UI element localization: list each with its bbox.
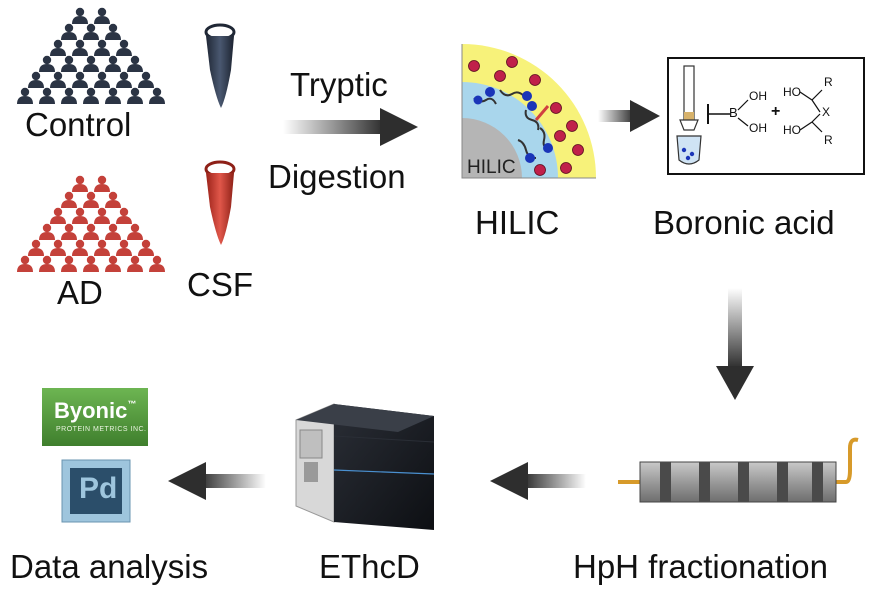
control-label: Control	[25, 106, 132, 143]
chem-oh-bottom: OH	[749, 121, 767, 135]
person-icon	[72, 71, 88, 88]
chem-oh-top: OH	[749, 89, 767, 103]
chem-boron: B	[729, 105, 738, 120]
person-icon	[127, 87, 143, 104]
pd-logo-icon	[61, 459, 131, 523]
hilic-bead-icon	[461, 44, 596, 179]
person-icon	[83, 87, 99, 104]
person-icon	[61, 55, 77, 72]
boronic-acid-scheme-icon	[667, 57, 865, 175]
person-icon	[61, 87, 77, 104]
ad-cohort-icon	[6, 172, 176, 287]
person-icon	[116, 39, 132, 56]
csf-tube-icon	[204, 160, 236, 245]
control-tube-icon	[204, 23, 236, 108]
person-icon	[39, 255, 55, 272]
mass-spectrometer-icon	[295, 403, 435, 530]
person-icon	[127, 223, 143, 240]
person-icon	[17, 255, 33, 272]
chem-r-bottom: R	[824, 133, 833, 147]
person-icon	[127, 255, 143, 272]
ethcd-label: EThcD	[319, 548, 420, 585]
person-icon	[105, 255, 121, 272]
hph-to-ethcd-arrow-icon	[490, 462, 586, 500]
hilic-label: HILIC	[475, 204, 560, 241]
person-icon	[105, 23, 121, 40]
hph-fractionation-label: HpH fractionation	[573, 548, 828, 585]
person-icon	[61, 191, 77, 208]
chem-ho-top: HO	[783, 85, 801, 99]
person-icon	[94, 39, 110, 56]
person-icon	[94, 239, 110, 256]
boronic-to-hph-arrow-icon	[716, 288, 754, 400]
digestion-arrow-icon	[283, 108, 418, 146]
pd-logo-text: Pd	[79, 472, 118, 505]
byonic-logo-icon	[42, 388, 148, 446]
person-icon	[105, 87, 121, 104]
hilic-to-boronic-arrow-icon	[598, 100, 660, 132]
person-icon	[50, 39, 66, 56]
csf-label: CSF	[187, 266, 253, 303]
person-icon	[72, 7, 88, 24]
digestion-line-2: Digestion	[268, 158, 406, 195]
person-icon	[94, 175, 110, 192]
person-icon	[50, 71, 66, 88]
person-icon	[149, 255, 165, 272]
hilic-inner-label: HILIC	[467, 157, 516, 178]
person-icon	[39, 87, 55, 104]
chem-ho-bottom: HO	[783, 123, 801, 137]
person-icon	[50, 239, 66, 256]
byonic-name: Byonic™	[54, 398, 137, 423]
person-icon	[39, 55, 55, 72]
person-icon	[83, 223, 99, 240]
person-icon	[94, 7, 110, 24]
person-icon	[116, 239, 132, 256]
person-icon	[61, 223, 77, 240]
person-icon	[116, 207, 132, 224]
person-icon	[149, 87, 165, 104]
person-icon	[28, 239, 44, 256]
chem-r-top: R	[824, 75, 833, 89]
control-cohort-icon	[6, 4, 176, 119]
person-icon	[138, 71, 154, 88]
person-icon	[72, 207, 88, 224]
person-icon	[94, 71, 110, 88]
chem-x: X	[822, 105, 831, 119]
byonic-subtitle: Protein Metrics Inc.	[56, 426, 147, 433]
person-icon	[50, 207, 66, 224]
person-icon	[94, 207, 110, 224]
chem-plus: +	[771, 103, 781, 120]
person-icon	[28, 71, 44, 88]
person-icon	[83, 255, 99, 272]
person-icon	[105, 223, 121, 240]
person-icon	[61, 23, 77, 40]
person-icon	[105, 191, 121, 208]
person-icon	[72, 175, 88, 192]
hph-column-icon	[618, 437, 859, 503]
person-icon	[83, 55, 99, 72]
person-icon	[17, 87, 33, 104]
person-icon	[39, 223, 55, 240]
person-icon	[138, 239, 154, 256]
ethcd-to-data-arrow-icon	[168, 462, 266, 500]
person-icon	[105, 55, 121, 72]
person-icon	[72, 239, 88, 256]
person-icon	[61, 255, 77, 272]
person-icon	[116, 71, 132, 88]
person-icon	[72, 39, 88, 56]
boronic-acid-label: Boronic acid	[653, 204, 835, 241]
data-analysis-label: Data analysis	[10, 548, 209, 585]
person-icon	[83, 23, 99, 40]
person-icon	[127, 55, 143, 72]
person-icon	[83, 191, 99, 208]
digestion-line-1: Tryptic	[290, 66, 388, 103]
ad-label: AD	[57, 274, 103, 311]
